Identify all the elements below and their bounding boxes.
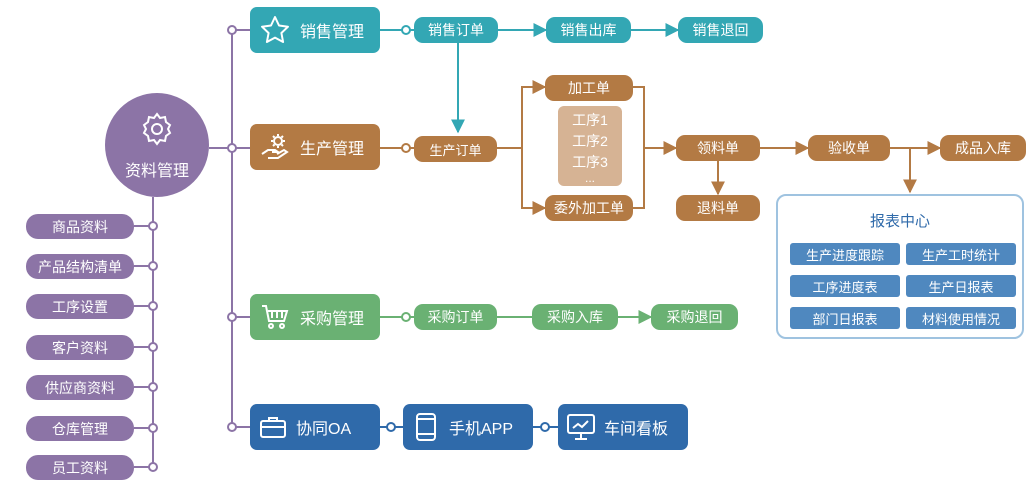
sales-return[interactable]: 销售退回 <box>678 17 763 43</box>
monitor-icon <box>558 413 604 441</box>
process-step-3: 工序3 <box>572 153 608 170</box>
sales-outbound[interactable]: 销售出库 <box>546 17 631 43</box>
sales-module-label: 销售管理 <box>300 24 365 41</box>
report-department-daily[interactable]: 部门日报表 <box>790 307 900 329</box>
report-material-usage[interactable]: 材料使用情况 <box>906 307 1016 329</box>
master-data-item-products[interactable]: 商品资料 <box>26 214 134 239</box>
master-data-hub[interactable]: 资料管理 <box>105 93 209 197</box>
star-icon <box>250 15 300 45</box>
cart-icon <box>250 303 300 331</box>
hub-label: 资料管理 <box>124 162 189 180</box>
report-center: 报表中心 生产进度跟踪 生产工时统计 工序进度表 生产日报表 部门日报表 材料使… <box>776 194 1024 339</box>
master-data-item-customers[interactable]: 客户资料 <box>26 335 134 360</box>
report-production-progress[interactable]: 生产进度跟踪 <box>790 243 900 265</box>
process-step-more: ... <box>584 170 595 185</box>
mobile-app[interactable]: 手机APP <box>403 404 533 450</box>
material-requisition[interactable]: 领料单 <box>676 135 760 161</box>
mobile-phone-icon <box>403 412 449 442</box>
collaborative-oa[interactable]: 协同OA <box>250 404 380 450</box>
report-daily-production[interactable]: 生产日报表 <box>906 275 1016 297</box>
workshop-board[interactable]: 车间看板 <box>558 404 688 450</box>
purchase-inbound[interactable]: 采购入库 <box>532 304 618 330</box>
production-module-label: 生产管理 <box>300 141 365 158</box>
outsourcing-order[interactable]: 委外加工单 <box>545 195 633 221</box>
master-data-item-warehouse[interactable]: 仓库管理 <box>26 416 134 441</box>
finished-goods-inbound[interactable]: 成品入库 <box>940 135 1026 161</box>
mobile-app-label: 手机APP <box>449 421 514 438</box>
production-module[interactable]: 生产管理 <box>250 124 380 170</box>
hand-gear-icon <box>250 132 300 162</box>
briefcase-icon <box>250 415 296 439</box>
collaborative-oa-label: 协同OA <box>296 421 352 438</box>
report-process-progress[interactable]: 工序进度表 <box>790 275 900 297</box>
processing-order[interactable]: 加工单 <box>545 75 633 101</box>
master-data-item-bom[interactable]: 产品结构清单 <box>26 254 134 279</box>
material-return[interactable]: 退料单 <box>676 195 760 221</box>
report-labor-hours[interactable]: 生产工时统计 <box>906 243 1016 265</box>
master-data-item-suppliers[interactable]: 供应商资料 <box>26 375 134 400</box>
sales-order[interactable]: 销售订单 <box>414 17 498 43</box>
production-order[interactable]: 生产订单 <box>414 136 497 162</box>
purchase-module[interactable]: 采购管理 <box>250 294 380 340</box>
master-data-item-process-settings[interactable]: 工序设置 <box>26 294 134 319</box>
purchase-order[interactable]: 采购订单 <box>414 304 497 330</box>
process-steps: 工序1 工序2 工序3 ... <box>558 106 622 186</box>
report-center-title: 报表中心 <box>869 213 930 230</box>
gear-icon <box>139 110 175 151</box>
process-step-2: 工序2 <box>572 132 608 149</box>
purchase-module-label: 采购管理 <box>300 311 365 328</box>
process-step-1: 工序1 <box>572 111 608 128</box>
sales-module[interactable]: 销售管理 <box>250 7 380 53</box>
master-data-item-employees[interactable]: 员工资料 <box>26 455 134 480</box>
inspection-order[interactable]: 验收单 <box>808 135 890 161</box>
workshop-board-label: 车间看板 <box>604 421 669 438</box>
purchase-return[interactable]: 采购退回 <box>651 304 738 330</box>
